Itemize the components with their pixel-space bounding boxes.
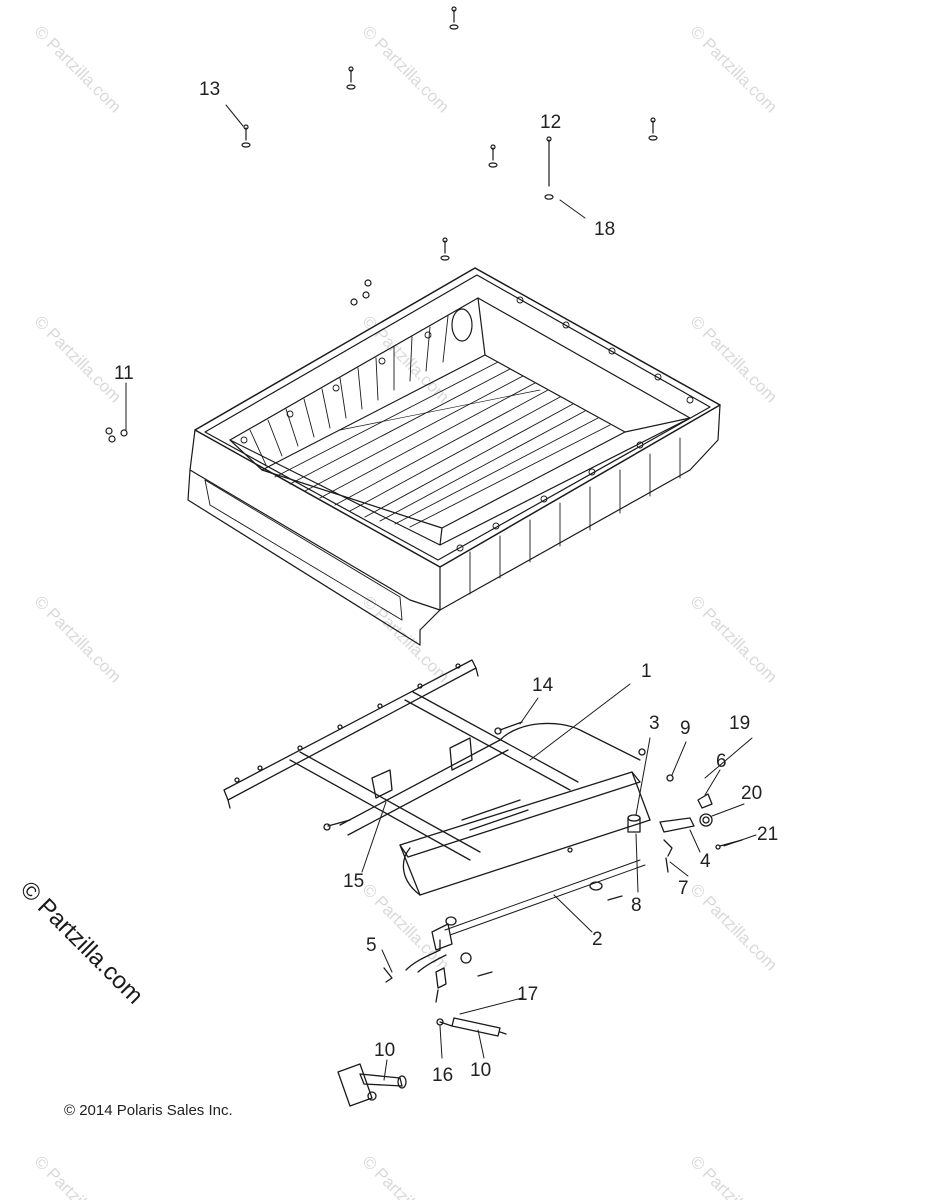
- callout-11: 11: [114, 363, 134, 384]
- callout-17: 17: [517, 984, 539, 1005]
- leader-lines: [126, 105, 585, 430]
- wall-ribs: [250, 316, 448, 465]
- copyright-text: © 2014 Polaris Sales Inc.: [64, 1102, 233, 1119]
- fastener-screws: [106, 7, 657, 442]
- screw: [441, 238, 449, 260]
- callout-8: 8: [631, 895, 642, 916]
- cargo-box: [188, 268, 720, 645]
- callout-12: 12: [540, 112, 562, 133]
- callout-15: 15: [343, 871, 365, 892]
- callout-10: 10: [374, 1040, 396, 1061]
- screw: [649, 118, 657, 140]
- callout-5: 5: [366, 935, 377, 956]
- callout-10: 10: [470, 1060, 492, 1081]
- callout-16: 16: [432, 1065, 454, 1086]
- side-ribs: [470, 438, 680, 594]
- leader-lines: [362, 684, 756, 1080]
- frame-assembly: [224, 660, 742, 1106]
- screw: [489, 145, 497, 167]
- callout-21: 21: [757, 824, 779, 845]
- screw: [242, 125, 250, 147]
- screw: [450, 7, 458, 29]
- callout-13: 13: [199, 79, 221, 100]
- clip-set: [106, 280, 371, 442]
- callout-3: 3: [649, 713, 660, 734]
- callout-19: 19: [729, 713, 751, 734]
- floor-ribs: [275, 362, 610, 527]
- callout-1: 1: [641, 661, 652, 682]
- callout-18: 18: [594, 219, 616, 240]
- callout-7: 7: [678, 878, 689, 899]
- callout-4: 4: [700, 851, 711, 872]
- screw: [347, 67, 355, 89]
- rim-holes: [241, 297, 693, 551]
- callout-9: 9: [680, 718, 691, 739]
- callout-6: 6: [716, 751, 727, 772]
- callout-2: 2: [592, 929, 603, 950]
- callout-20: 20: [741, 783, 763, 804]
- callout-14: 14: [532, 675, 554, 696]
- screw: [545, 137, 553, 199]
